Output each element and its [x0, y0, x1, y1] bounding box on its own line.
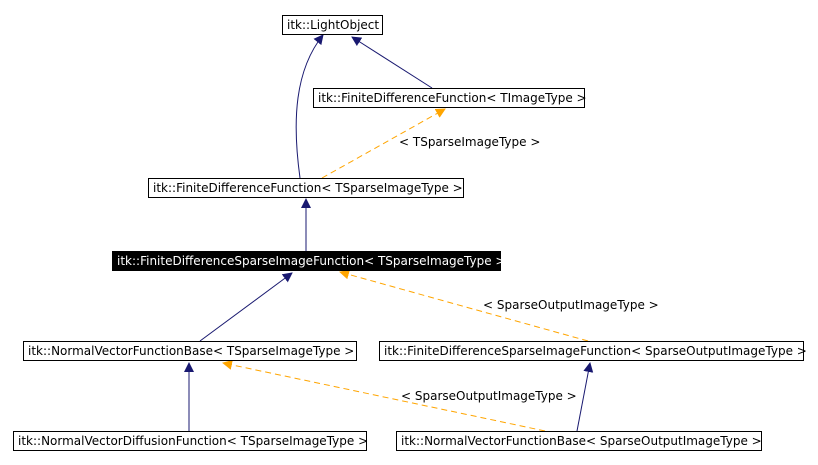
edge-nvfb-sparseout-to-nvfb-tsparse [222, 359, 546, 432]
node-fdsif-sparseout[interactable]: itk::FiniteDifferenceSparseImageFunction… [379, 341, 807, 361]
node-nvfb-sparseout[interactable]: itk::NormalVectorFunctionBase< SparseOut… [396, 431, 762, 451]
edge-fdf-tsparse-to-lightobject [295, 34, 324, 179]
node-fdsif-tsparse-current[interactable]: itk::FiniteDifferenceSparseImageFunction… [112, 251, 505, 271]
edge-label-sparseout-1: < SparseOutputImageType > [483, 298, 659, 312]
edge-fdf-timage-to-lightobject [351, 36, 433, 89]
edge-fdf-tsparse-to-fdf-timage [321, 108, 446, 179]
edge-label-tsparse: < TSparseImageType > [399, 135, 541, 149]
node-nvdf-tsparse[interactable]: itk::NormalVectorDiffusionFunction< TSpa… [13, 431, 368, 451]
edge-fdsif-sparseout-to-fdsif [339, 269, 589, 342]
node-fdf-tsparse[interactable]: itk::FiniteDifferenceFunction< TSparseIm… [148, 178, 464, 198]
edge-nvfb-tsparse-to-fdsif [199, 272, 293, 342]
node-fdf-timage[interactable]: itk::FiniteDifferenceFunction< TImageTyp… [313, 88, 587, 108]
node-nvfb-tsparse[interactable]: itk::NormalVectorFunctionBase< TSparseIm… [23, 341, 357, 361]
edge-label-sparseout-2: < SparseOutputImageType > [401, 389, 577, 403]
edge-nvfb-sparseout-to-fdsif-sparseout [576, 362, 594, 432]
node-light-object[interactable]: itk::LightObject [282, 15, 383, 35]
